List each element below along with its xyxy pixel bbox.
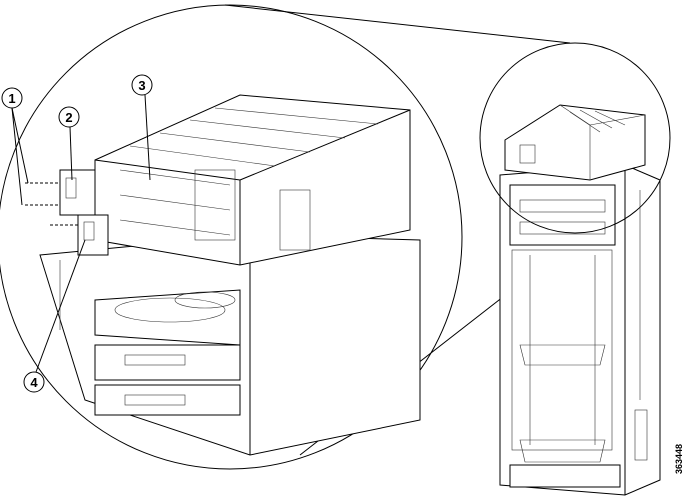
rack-chassis xyxy=(499,164,661,496)
callout-4: 4 xyxy=(23,371,45,393)
callout-2-leader xyxy=(69,126,73,181)
rack-top-chassis-small xyxy=(504,104,646,181)
callout-2-label: 2 xyxy=(65,110,72,125)
detail-circle-small xyxy=(479,42,671,234)
callout-3-leader xyxy=(144,94,151,181)
callout-1-leader-2 xyxy=(11,107,23,206)
callout-1: 1 xyxy=(1,87,23,109)
figure-number: 363448 xyxy=(674,444,684,474)
callout-1-leader xyxy=(11,107,29,184)
chassis-magnified xyxy=(25,94,421,456)
detail-circle-large xyxy=(0,4,463,470)
callout-2: 2 xyxy=(58,106,80,128)
callout-3-label: 3 xyxy=(138,78,145,93)
callout-4-leader xyxy=(35,239,86,373)
callout-1-label: 1 xyxy=(8,91,15,106)
callout-4-label: 4 xyxy=(30,375,38,390)
magnify-line-top xyxy=(224,4,571,44)
callout-3: 3 xyxy=(131,74,153,96)
